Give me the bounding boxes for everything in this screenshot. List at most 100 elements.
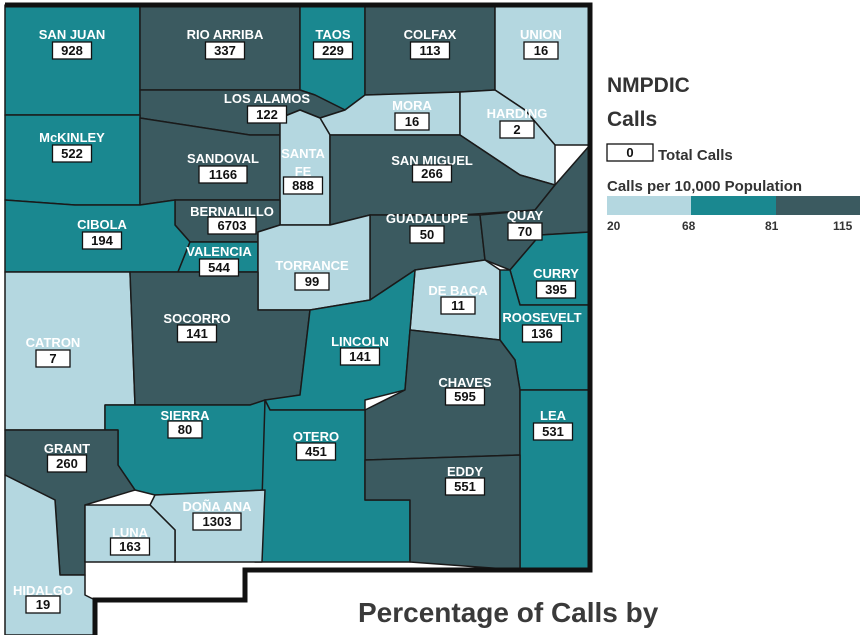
county-value-lincoln: 141 xyxy=(349,349,371,364)
county-value-box-colfax xyxy=(409,41,451,60)
county-name-mora: MORA xyxy=(392,98,432,113)
county-name-guadalupe: GUADALUPE xyxy=(386,211,469,226)
legend-rate-label: Calls per 10,000 Population xyxy=(607,178,802,195)
legend-sample-box xyxy=(606,143,654,162)
county-value-box-rio-arriba xyxy=(204,41,246,60)
legend-title-line1: NMPDIC xyxy=(607,74,690,97)
county-value-roosevelt: 136 xyxy=(531,326,553,341)
legend-tick-20: 20 xyxy=(607,219,621,233)
county-value-mckinley: 522 xyxy=(61,146,83,161)
county-value-otero: 451 xyxy=(305,444,327,459)
county-value-valencia: 544 xyxy=(208,260,230,275)
county-value-rio-arriba: 337 xyxy=(214,43,236,58)
county-name-colfax: COLFAX xyxy=(404,27,457,42)
legend-title-line2: Calls xyxy=(607,108,657,131)
county-value-box-los-alamos xyxy=(246,105,288,124)
county-name-catron: CATRON xyxy=(26,335,81,350)
county-value-san-juan: 928 xyxy=(61,43,83,58)
county-value-box-socorro xyxy=(176,324,218,343)
county-value-catron: 7 xyxy=(49,351,56,366)
county-value-box-valencia xyxy=(198,258,240,277)
county-value-box-san-miguel xyxy=(411,164,453,183)
county-value-box-torrance xyxy=(294,272,330,291)
county-value-hidalgo: 19 xyxy=(36,597,50,612)
county-name-valencia: VALENCIA xyxy=(186,244,252,259)
legend: NMPDIC Calls 0 Total Calls Calls per 10,… xyxy=(606,74,860,233)
legend-tick-68: 68 xyxy=(682,219,696,233)
county-value-santa-fe: 888 xyxy=(292,178,314,193)
county-value-union: 16 xyxy=(534,43,548,58)
county-name-grant: GRANT xyxy=(44,441,90,456)
county-hidalgo xyxy=(4,474,96,635)
county-value-box-sandoval xyxy=(198,165,248,184)
county-value-box-harding xyxy=(499,120,535,139)
legend-swatch-mid xyxy=(691,196,776,215)
county-value-box-roosevelt xyxy=(521,324,563,343)
legend-tick-115: 115 xyxy=(833,219,853,233)
county-value-taos: 229 xyxy=(322,43,344,58)
county-name-union: UNION xyxy=(520,27,562,42)
county-value-box-de-baca xyxy=(440,296,476,315)
county-value-sierra: 80 xyxy=(178,422,192,437)
county-name-chaves: CHAVES xyxy=(438,375,492,390)
legend-total-calls: Total Calls xyxy=(658,147,733,164)
county-name-rio-arriba: RIO ARRIBA xyxy=(187,27,264,42)
county-name-quay: QUAY xyxy=(507,208,544,223)
county-value-box-taos xyxy=(312,41,354,60)
county-value-box-luna xyxy=(109,537,151,556)
county-value-grant: 260 xyxy=(56,456,78,471)
county-value-dona-ana: 1303 xyxy=(203,514,232,529)
county-name-curry: CURRY xyxy=(533,266,579,281)
county-name-cibola: CIBOLA xyxy=(77,217,127,232)
county-name-roosevelt: ROOSEVELT xyxy=(502,310,581,325)
county-value-box-chaves xyxy=(444,387,486,406)
county-name-san-miguel: SAN MIGUEL xyxy=(391,153,473,168)
county-san-juan xyxy=(4,4,141,116)
county-name-socorro: SOCORRO xyxy=(163,311,230,326)
county-name-bernalillo: BERNALILLO xyxy=(190,204,274,219)
bottom-title: Percentage of Calls by xyxy=(358,597,659,628)
county-luna xyxy=(84,504,176,563)
county-name-hidalgo: HIDALGO xyxy=(13,583,73,598)
county-name-lincoln: LINCOLN xyxy=(331,334,389,349)
county-value-box-hidalgo xyxy=(25,595,61,614)
county-name-sandoval: SANDOVAL xyxy=(187,151,259,166)
county-name-luna: LUNA xyxy=(112,525,149,540)
county-value-los-alamos: 122 xyxy=(256,107,278,122)
county-name-dona-ana: DOÑA ANA xyxy=(182,499,252,514)
county-value-socorro: 141 xyxy=(186,326,208,341)
county-value-guadalupe: 50 xyxy=(420,227,434,242)
county-value-cibola: 194 xyxy=(91,233,113,248)
county-value-box-grant xyxy=(46,454,88,473)
county-lincoln xyxy=(264,269,416,411)
county-name-otero: OTERO xyxy=(293,429,339,444)
county-value-box-san-juan xyxy=(51,41,93,60)
county-value-box-otero xyxy=(295,442,337,461)
county-value-chaves: 595 xyxy=(454,389,476,404)
state-border xyxy=(5,2,593,635)
county-name-taos: TAOS xyxy=(315,27,350,42)
county-name-los-alamos: LOS ALAMOS xyxy=(224,91,311,106)
county-value-box-guadalupe xyxy=(409,225,445,244)
county-value-bernalillo: 6703 xyxy=(218,218,247,233)
county-name-torrance: TORRANCE xyxy=(275,258,349,273)
county-value-san-miguel: 266 xyxy=(421,166,443,181)
legend-tick-81: 81 xyxy=(765,219,779,233)
county-value-luna: 163 xyxy=(119,539,141,554)
county-value-curry: 395 xyxy=(545,282,567,297)
county-value-box-mora xyxy=(394,112,430,131)
county-value-box-lincoln xyxy=(339,347,381,366)
county-value-box-quay xyxy=(507,222,543,241)
county-name-san-juan: SAN JUAN xyxy=(39,27,105,42)
county-value-colfax: 113 xyxy=(420,43,441,58)
county-value-de-baca: 11 xyxy=(451,298,465,313)
county-value-box-union xyxy=(523,41,559,60)
county-name-santa-fe-1: SANTA xyxy=(281,146,325,161)
county-name-mckinley: McKINLEY xyxy=(39,130,105,145)
legend-swatch-low xyxy=(607,196,691,215)
legend-swatch-high xyxy=(776,196,860,215)
county-name-sierra: SIERRA xyxy=(160,408,210,423)
county-value-box-eddy xyxy=(444,477,486,496)
county-name-de-baca: DE BACA xyxy=(428,283,488,298)
county-value-box-cibola xyxy=(81,231,123,250)
